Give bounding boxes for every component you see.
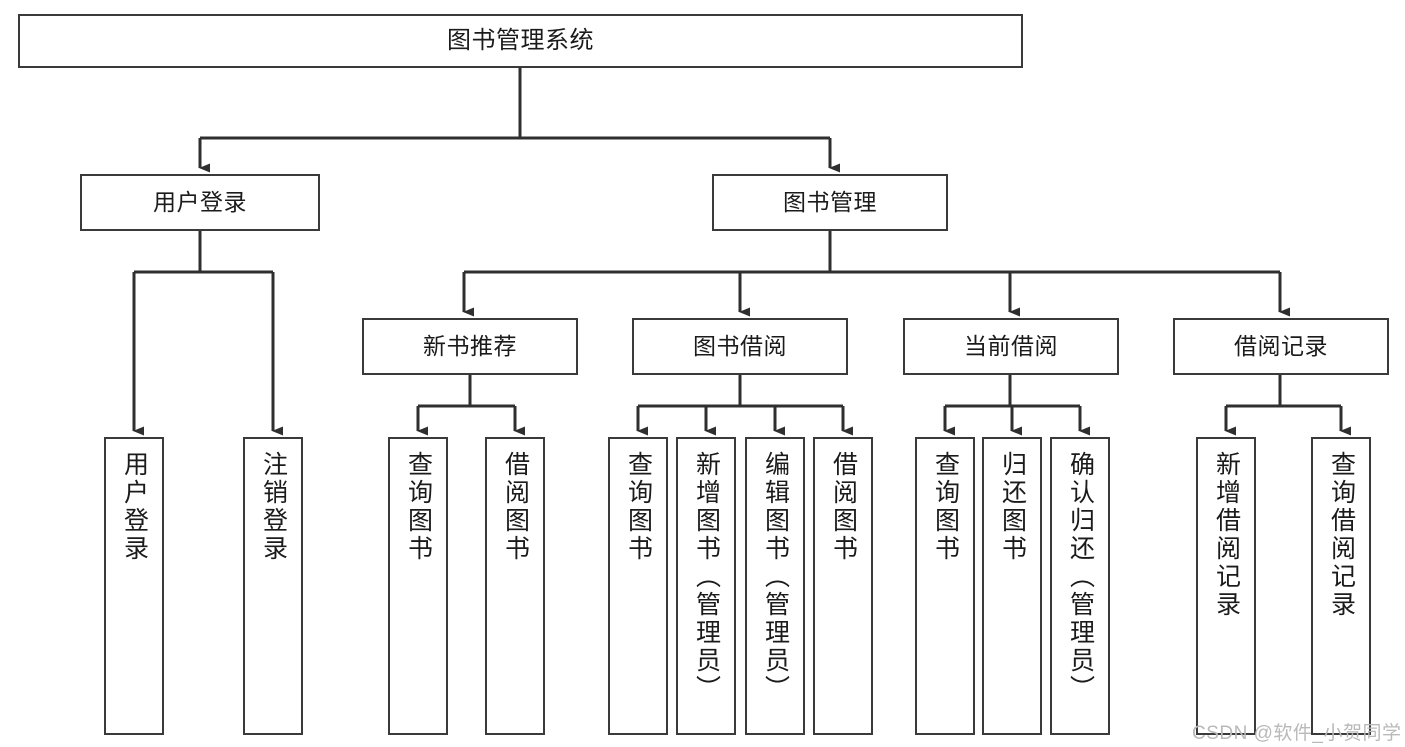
leaf-query-record[interactable]: 查询借阅记录 (1311, 437, 1371, 735)
node-current-borrow[interactable]: 当前借阅 (903, 318, 1119, 375)
leaf-edit-book-label: 编辑图书（管理员） (761, 451, 790, 703)
leaf-add-record-label: 新增借阅记录 (1212, 451, 1241, 619)
leaf-query-book-cur[interactable]: 查询图书 (915, 437, 975, 735)
leaf-borrow-book-bor[interactable]: 借阅图书 (813, 437, 873, 735)
node-new-book-rec-label: 新书推荐 (423, 332, 517, 359)
leaf-add-book-label: 新增图书（管理员） (692, 451, 721, 703)
leaf-query-book-cur-label: 查询图书 (931, 451, 960, 563)
leaf-user-logout[interactable]: 注销登录 (243, 437, 303, 735)
leaf-confirm-return[interactable]: 确认归还（管理员） (1050, 437, 1110, 735)
node-user-login[interactable]: 用户登录 (80, 174, 320, 231)
leaf-query-book-rec-label: 查询图书 (404, 451, 433, 563)
leaf-return-book-label: 归还图书 (998, 451, 1027, 563)
leaf-query-book-rec[interactable]: 查询图书 (388, 437, 448, 735)
leaf-query-book-bor-label: 查询图书 (624, 451, 653, 563)
leaf-query-book-bor[interactable]: 查询图书 (608, 437, 668, 735)
node-borrow-record[interactable]: 借阅记录 (1173, 318, 1389, 375)
node-root-label: 图书管理系统 (447, 26, 594, 54)
leaf-borrow-book-rec[interactable]: 借阅图书 (485, 437, 545, 735)
leaf-return-book[interactable]: 归还图书 (982, 437, 1042, 735)
leaf-borrow-book-rec-label: 借阅图书 (501, 451, 530, 563)
node-book-borrow[interactable]: 图书借阅 (632, 318, 848, 375)
leaf-add-book[interactable]: 新增图书（管理员） (676, 437, 736, 735)
node-borrow-record-label: 借阅记录 (1234, 332, 1328, 359)
leaf-user-login-label: 用户登录 (120, 451, 149, 563)
leaf-user-login[interactable]: 用户登录 (104, 437, 164, 735)
node-new-book-rec[interactable]: 新书推荐 (362, 318, 578, 375)
csdn-watermark: CSDN @软件_小贺同学 (1192, 723, 1402, 744)
leaf-borrow-book-bor-label: 借阅图书 (829, 451, 858, 563)
leaf-confirm-return-label: 确认归还（管理员） (1066, 451, 1095, 703)
leaf-query-record-label: 查询借阅记录 (1327, 451, 1356, 619)
leaf-edit-book[interactable]: 编辑图书（管理员） (745, 437, 805, 735)
node-book-manage-label: 图书管理 (783, 188, 877, 215)
node-book-manage[interactable]: 图书管理 (712, 174, 948, 231)
leaf-user-logout-label: 注销登录 (259, 451, 288, 563)
node-user-login-label: 用户登录 (153, 188, 247, 215)
node-root[interactable]: 图书管理系统 (18, 14, 1023, 68)
leaf-add-record[interactable]: 新增借阅记录 (1196, 437, 1256, 735)
node-book-borrow-label: 图书借阅 (693, 332, 787, 359)
node-current-borrow-label: 当前借阅 (964, 332, 1058, 359)
